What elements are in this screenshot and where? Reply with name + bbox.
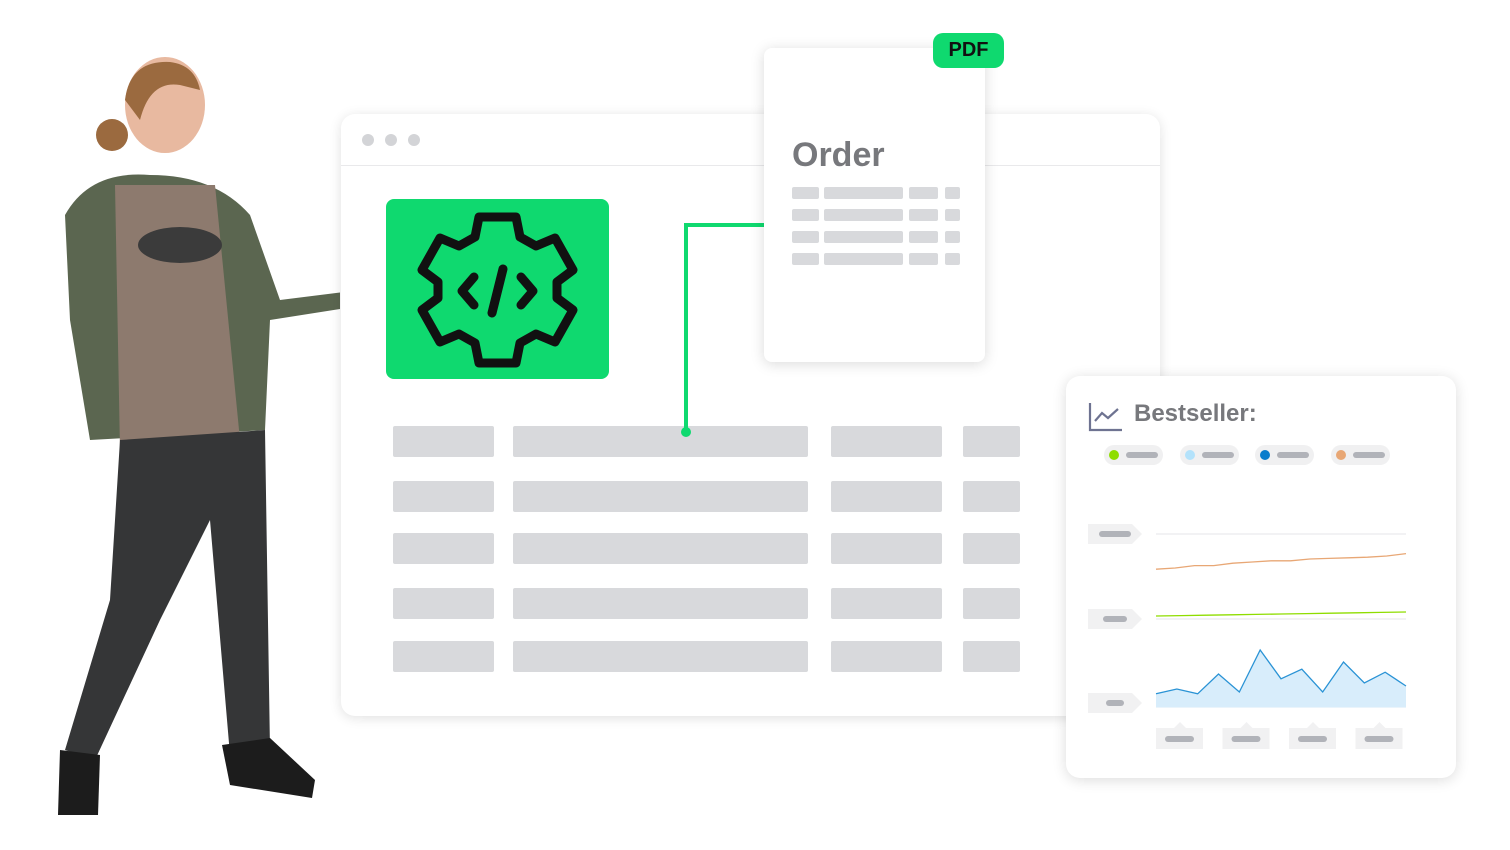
- placeholder-cell: [824, 187, 903, 199]
- legend-label-placeholder: [1126, 452, 1158, 458]
- placeholder-cell: [792, 209, 819, 221]
- bestseller-chart: [1088, 524, 1407, 749]
- placeholder-cell: [963, 641, 1020, 672]
- placeholder-cell: [824, 253, 903, 265]
- placeholder-cell: [393, 426, 494, 457]
- window-dot: [362, 134, 374, 146]
- x-tick-placeholder: [1231, 736, 1261, 742]
- placeholder-cell: [393, 533, 494, 564]
- placeholder-cell: [831, 481, 942, 512]
- y-tick-placeholder: [1106, 700, 1124, 706]
- pdf-badge: PDF: [933, 33, 1004, 68]
- legend-item: [1255, 445, 1314, 465]
- placeholder-cell: [513, 588, 808, 619]
- series-area-blue: [1156, 650, 1406, 707]
- placeholder-cell: [909, 253, 938, 265]
- placeholder-cell: [792, 187, 819, 199]
- placeholder-cell: [963, 426, 1020, 457]
- x-tick-label: [1156, 722, 1203, 749]
- placeholder-cell: [945, 231, 960, 243]
- placeholder-cell: [393, 641, 494, 672]
- x-tick-placeholder: [1165, 736, 1194, 742]
- x-tick-label: [1289, 722, 1336, 749]
- placeholder-cell: [831, 588, 942, 619]
- legend-swatch: [1109, 450, 1119, 460]
- window-dot: [408, 134, 420, 146]
- series-line-orange: [1155, 552, 1407, 570]
- placeholder-cell: [513, 426, 808, 457]
- placeholder-cell: [824, 209, 903, 221]
- window-dot: [385, 134, 397, 146]
- placeholder-cell: [831, 533, 942, 564]
- person-hair: [125, 61, 200, 120]
- placeholder-cell: [945, 209, 960, 221]
- bestseller-card: Bestseller:: [1066, 376, 1456, 778]
- legend-item: [1104, 445, 1163, 465]
- y-tick-placeholder: [1099, 531, 1131, 537]
- legend-swatch: [1260, 450, 1270, 460]
- api-tile[interactable]: [386, 199, 609, 379]
- placeholder-cell: [945, 187, 960, 199]
- placeholder-cell: [792, 231, 819, 243]
- placeholder-cell: [792, 253, 819, 265]
- series-line-green: [1155, 611, 1407, 617]
- placeholder-cell: [393, 588, 494, 619]
- placeholder-cell: [831, 426, 942, 457]
- placeholder-cell: [831, 641, 942, 672]
- x-tick-placeholder: [1298, 736, 1327, 742]
- legend-label-placeholder: [1352, 452, 1385, 458]
- placeholder-cell: [909, 187, 938, 199]
- legend-item: [1179, 445, 1239, 465]
- legend-label-placeholder: [1277, 452, 1309, 458]
- placeholder-cell: [909, 209, 938, 221]
- legend-swatch: [1184, 450, 1195, 460]
- line-chart-icon: [1088, 403, 1122, 432]
- legend-swatch: [1335, 450, 1346, 460]
- x-tick-label: [1222, 722, 1270, 749]
- placeholder-cell: [824, 231, 903, 243]
- placeholder-cell: [513, 481, 808, 512]
- placeholder-cell: [945, 253, 960, 265]
- placeholder-cell: [909, 231, 938, 243]
- document-title: Order: [792, 136, 885, 174]
- person-jeans: [65, 430, 270, 760]
- legend-label-placeholder: [1201, 452, 1234, 458]
- code-gear-icon: [417, 212, 578, 368]
- title-divider: [341, 165, 1160, 166]
- placeholder-cell: [963, 481, 1020, 512]
- legend-item: [1330, 445, 1390, 465]
- x-tick-placeholder: [1364, 736, 1394, 742]
- placeholder-cell: [513, 533, 808, 564]
- order-document[interactable]: Order: [764, 48, 985, 362]
- placeholder-cell: [963, 588, 1020, 619]
- y-tick-placeholder: [1103, 616, 1127, 622]
- placeholder-cell: [393, 481, 494, 512]
- x-tick-label: [1355, 722, 1403, 749]
- placeholder-cell: [513, 641, 808, 672]
- series-line-blue: [1155, 648, 1407, 695]
- person-illustration: [58, 57, 340, 815]
- card-title: Bestseller:: [1134, 400, 1257, 427]
- placeholder-cell: [963, 533, 1020, 564]
